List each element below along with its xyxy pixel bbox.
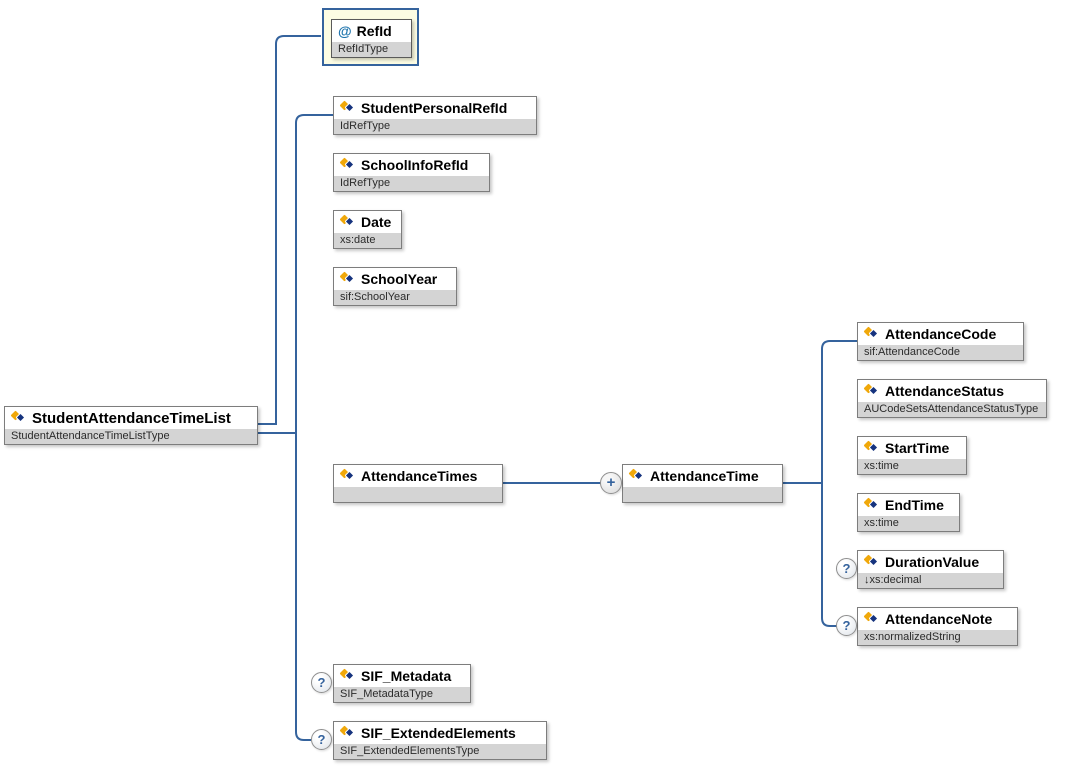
element-name: SchoolYear: [361, 271, 438, 287]
node-attendancecode[interactable]: AttendanceCode sif:AttendanceCode: [857, 322, 1024, 361]
node-sif-extendedelements[interactable]: SIF_ExtendedElements SIF_ExtendedElement…: [333, 721, 547, 760]
node-schoolyear[interactable]: SchoolYear sif:SchoolYear: [333, 267, 457, 306]
node-attendancetime[interactable]: AttendanceTime: [622, 464, 783, 503]
node-attendancestatus[interactable]: AttendanceStatus AUCodeSetsAttendanceSta…: [857, 379, 1047, 418]
element-name: AttendanceStatus: [885, 383, 1005, 399]
element-name: Date: [361, 214, 392, 230]
element-icon: [863, 497, 880, 511]
element-type: sif:SchoolYear: [334, 290, 456, 305]
element-icon: [339, 725, 356, 739]
node-starttime[interactable]: StartTime xs:time: [857, 436, 967, 475]
node-studentpersonalrefid[interactable]: StudentPersonalRefId IdRefType: [333, 96, 537, 135]
node-attendancetimes[interactable]: AttendanceTimes: [333, 464, 503, 503]
optional-icon-sif-metadata: ?: [311, 672, 332, 693]
attribute-container-refid: @ RefId RefIdType: [322, 8, 419, 66]
element-icon: [339, 668, 356, 682]
element-icon: [863, 611, 880, 625]
node-durationvalue[interactable]: DurationValue ↓xs:decimal: [857, 550, 1004, 589]
node-attendancenote[interactable]: AttendanceNote xs:normalizedString: [857, 607, 1018, 646]
element-icon: [339, 271, 356, 285]
element-type: [334, 487, 502, 502]
element-name: AttendanceCode: [885, 326, 997, 342]
element-type: IdRefType: [334, 119, 536, 134]
element-name: SIF_Metadata: [361, 668, 452, 684]
optional-icon-durationvalue: ?: [836, 558, 857, 579]
element-type: AUCodeSetsAttendanceStatusType: [858, 402, 1046, 417]
node-schoolinforefid[interactable]: SchoolInfoRefId IdRefType: [333, 153, 490, 192]
element-icon: [863, 326, 880, 340]
element-name: SchoolInfoRefId: [361, 157, 469, 173]
element-name: AttendanceTimes: [361, 468, 478, 484]
element-icon: [628, 468, 645, 482]
element-name: StudentPersonalRefId: [361, 100, 508, 116]
node-endtime[interactable]: EndTime xs:time: [857, 493, 960, 532]
element-name: SIF_ExtendedElements: [361, 725, 516, 741]
element-name: EndTime: [885, 497, 944, 513]
element-type: IdRefType: [334, 176, 489, 191]
element-name: StartTime: [885, 440, 950, 456]
element-type: xs:date: [334, 233, 401, 248]
element-icon: [339, 214, 356, 228]
element-type: sif:AttendanceCode: [858, 345, 1023, 360]
repeat-plus-icon[interactable]: +: [600, 472, 622, 494]
element-icon: [339, 157, 356, 171]
element-type: ↓xs:decimal: [858, 573, 1003, 588]
element-type: StudentAttendanceTimeListType: [5, 429, 257, 444]
element-type: xs:time: [858, 516, 959, 531]
element-icon: [339, 468, 356, 482]
attribute-name: RefId: [356, 23, 392, 39]
element-name: AttendanceNote: [885, 611, 993, 627]
element-icon: [10, 410, 27, 424]
node-date[interactable]: Date xs:date: [333, 210, 402, 249]
element-icon: [863, 383, 880, 397]
element-type: SIF_ExtendedElementsType: [334, 744, 546, 759]
element-icon: [863, 554, 880, 568]
optional-icon-sif-extendedelements: ?: [311, 729, 332, 750]
node-refid[interactable]: @ RefId RefIdType: [331, 19, 412, 58]
element-name: AttendanceTime: [650, 468, 759, 484]
optional-icon-attendancenote: ?: [836, 615, 857, 636]
element-icon: [339, 100, 356, 114]
element-icon: [863, 440, 880, 454]
element-type: xs:normalizedString: [858, 630, 1017, 645]
element-name: StudentAttendanceTimeList: [32, 409, 231, 427]
element-type: [623, 487, 782, 502]
element-type: SIF_MetadataType: [334, 687, 470, 702]
node-studentattendancetimelist[interactable]: StudentAttendanceTimeList StudentAttenda…: [4, 406, 258, 445]
attribute-at-icon: @: [338, 23, 352, 39]
element-type: xs:time: [858, 459, 966, 474]
node-sif-metadata[interactable]: SIF_Metadata SIF_MetadataType: [333, 664, 471, 703]
element-name: DurationValue: [885, 554, 980, 570]
attribute-type: RefIdType: [332, 42, 411, 57]
